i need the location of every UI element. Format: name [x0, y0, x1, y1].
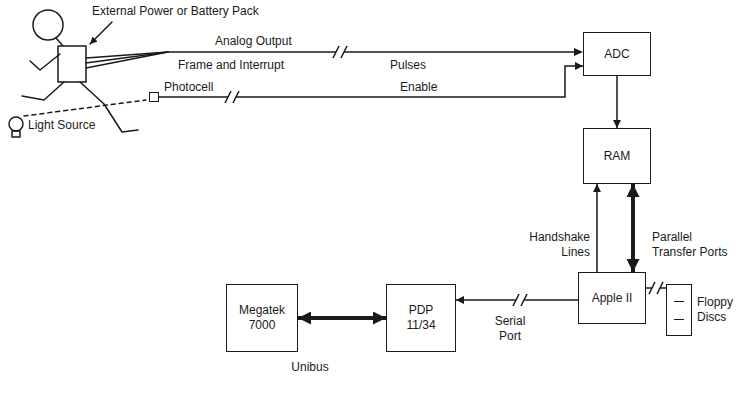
signal-label: Analog Output [215, 34, 325, 49]
signal-label: Pulses [390, 58, 450, 73]
break-gap [516, 294, 524, 306]
edge-label: Handshake Lines [520, 230, 590, 260]
node-label: RAM [604, 149, 631, 164]
signal-label: Frame and Interrupt [178, 58, 318, 73]
disk-drive-box: Floppy Discs [666, 284, 692, 336]
figure-back-leg [22, 82, 64, 100]
break-mark [521, 294, 527, 306]
break-gap [652, 282, 660, 294]
node-label: PDP 11/34 [399, 303, 443, 333]
figure-neck [56, 38, 63, 46]
bus-arrow [298, 316, 386, 320]
light-bulb [9, 117, 23, 131]
signal-connector [596, 184, 598, 272]
figure-torso [58, 46, 86, 82]
break-gap [228, 91, 236, 103]
signal-connector [616, 76, 618, 128]
edge-label: Enable [400, 80, 460, 95]
leader-arrow [90, 22, 112, 44]
memory-box: RAM [583, 128, 651, 184]
break-mark [341, 46, 347, 58]
bus-arrow [631, 184, 635, 272]
break-mark [333, 46, 339, 58]
break-mark [649, 282, 655, 294]
edge-label: Unibus [280, 360, 340, 375]
node-label: Megatek 7000 [233, 303, 291, 333]
bulb-base [12, 131, 20, 137]
device-box: ADC [583, 32, 651, 76]
display-box: Megatek 7000 [226, 284, 298, 352]
break-mark [225, 91, 231, 103]
break-mark [233, 91, 239, 103]
disk-slot [674, 301, 684, 302]
break-gap [336, 46, 344, 58]
arrowhead-shape [574, 48, 583, 56]
signal-wire [168, 51, 575, 53]
figure-arm [30, 54, 60, 70]
node-label: ADC [604, 47, 629, 62]
computer-box: Apple II [578, 272, 646, 324]
photocell-box: Photocell [149, 92, 159, 102]
node-label: Apple II [592, 291, 633, 306]
edge-label: Parallel Transfer Ports [652, 230, 736, 260]
node-label: Floppy Discs [697, 295, 741, 325]
disk-slot [674, 319, 684, 320]
edge-label: Serial Port [482, 314, 538, 344]
computer-box: PDP 11/34 [386, 284, 456, 352]
node-label: Photocell [164, 80, 234, 95]
note-label: External Power or Battery Pack [92, 4, 292, 19]
break-mark [513, 294, 519, 306]
light-beam [24, 100, 146, 116]
cable-wire [86, 52, 168, 68]
source-label: Light Source [28, 118, 118, 133]
figure-head [33, 10, 63, 40]
break-mark [657, 282, 663, 294]
